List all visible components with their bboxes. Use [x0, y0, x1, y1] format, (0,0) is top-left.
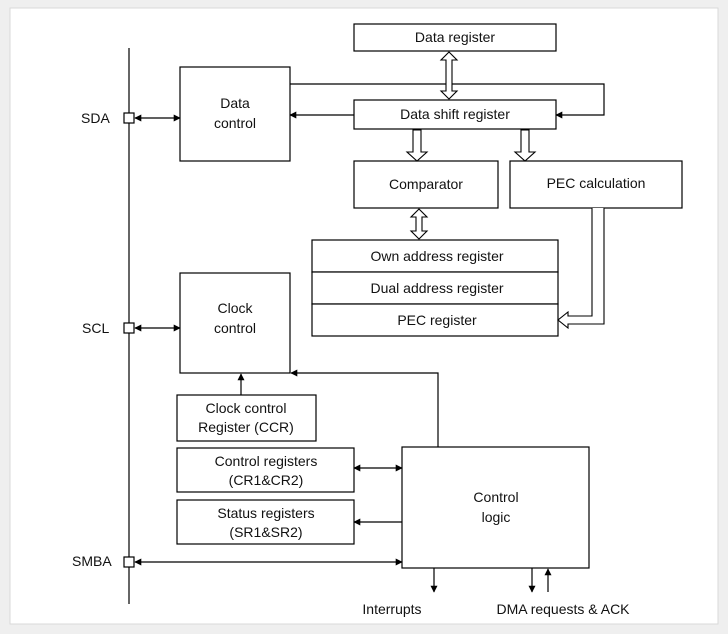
- shift-to-comparator-arrow: [405, 129, 429, 162]
- clock-control-label-line1: Clock: [217, 300, 253, 316]
- data-control-label-line1: Data: [220, 95, 250, 111]
- dual-address-register-label: Dual address register: [370, 280, 503, 296]
- scl-pin: [123, 322, 135, 334]
- control-logic-block: [401, 446, 590, 569]
- pin-label-smba: SMBA: [72, 553, 112, 569]
- dual-address-register-block: [311, 271, 559, 305]
- data-register-shift-double-arrow: [439, 51, 459, 100]
- pec-calculation-block: [509, 160, 683, 209]
- status-registers-block: [176, 499, 355, 545]
- comparator-own-address-double-arrow: [409, 208, 429, 240]
- dma-requests-label: DMA requests & ACK: [496, 601, 630, 617]
- control-logic-label-line1: Control: [473, 489, 518, 505]
- sda-pin: [123, 112, 135, 124]
- data-control-label-line2: control: [214, 115, 256, 131]
- pec-register-label: PEC register: [397, 312, 477, 328]
- data-register-block: [353, 23, 557, 52]
- clock-control-block: [179, 272, 291, 374]
- own-address-register-block: [311, 239, 559, 273]
- control-logic-to-clock-control-arrow: [290, 369, 439, 447]
- status-registers-label-line2: (SR1&SR2): [229, 524, 302, 540]
- pec-calculation-label: PEC calculation: [547, 175, 646, 191]
- own-address-register-label: Own address register: [370, 248, 503, 264]
- ccr-label-line1: Clock control: [206, 400, 287, 416]
- shift-to-pec-calc-arrow: [513, 129, 537, 162]
- data-register-label: Data register: [415, 29, 495, 45]
- control-logic-label-line2: logic: [482, 509, 511, 525]
- pin-label-scl: SCL: [82, 320, 109, 336]
- data-shift-register-label: Data shift register: [400, 106, 510, 122]
- interrupts-label: Interrupts: [362, 601, 421, 617]
- data-shift-register-block: [353, 99, 557, 130]
- comparator-label: Comparator: [389, 176, 463, 192]
- status-registers-label-line1: Status registers: [217, 505, 314, 521]
- pec-calc-to-pec-register-arrow: [557, 208, 605, 330]
- data-control-block: [179, 66, 291, 162]
- control-registers-block: [176, 447, 355, 493]
- clock-control-label-line2: control: [214, 320, 256, 336]
- pin-label-sda: SDA: [81, 110, 110, 126]
- comparator-block: [353, 160, 499, 209]
- clock-control-register-block: [176, 394, 317, 442]
- control-registers-label-line1: Control registers: [215, 453, 318, 469]
- smba-pin: [123, 556, 135, 568]
- ccr-label-line2: Register (CCR): [198, 419, 294, 435]
- control-registers-label-line2: (CR1&CR2): [229, 472, 304, 488]
